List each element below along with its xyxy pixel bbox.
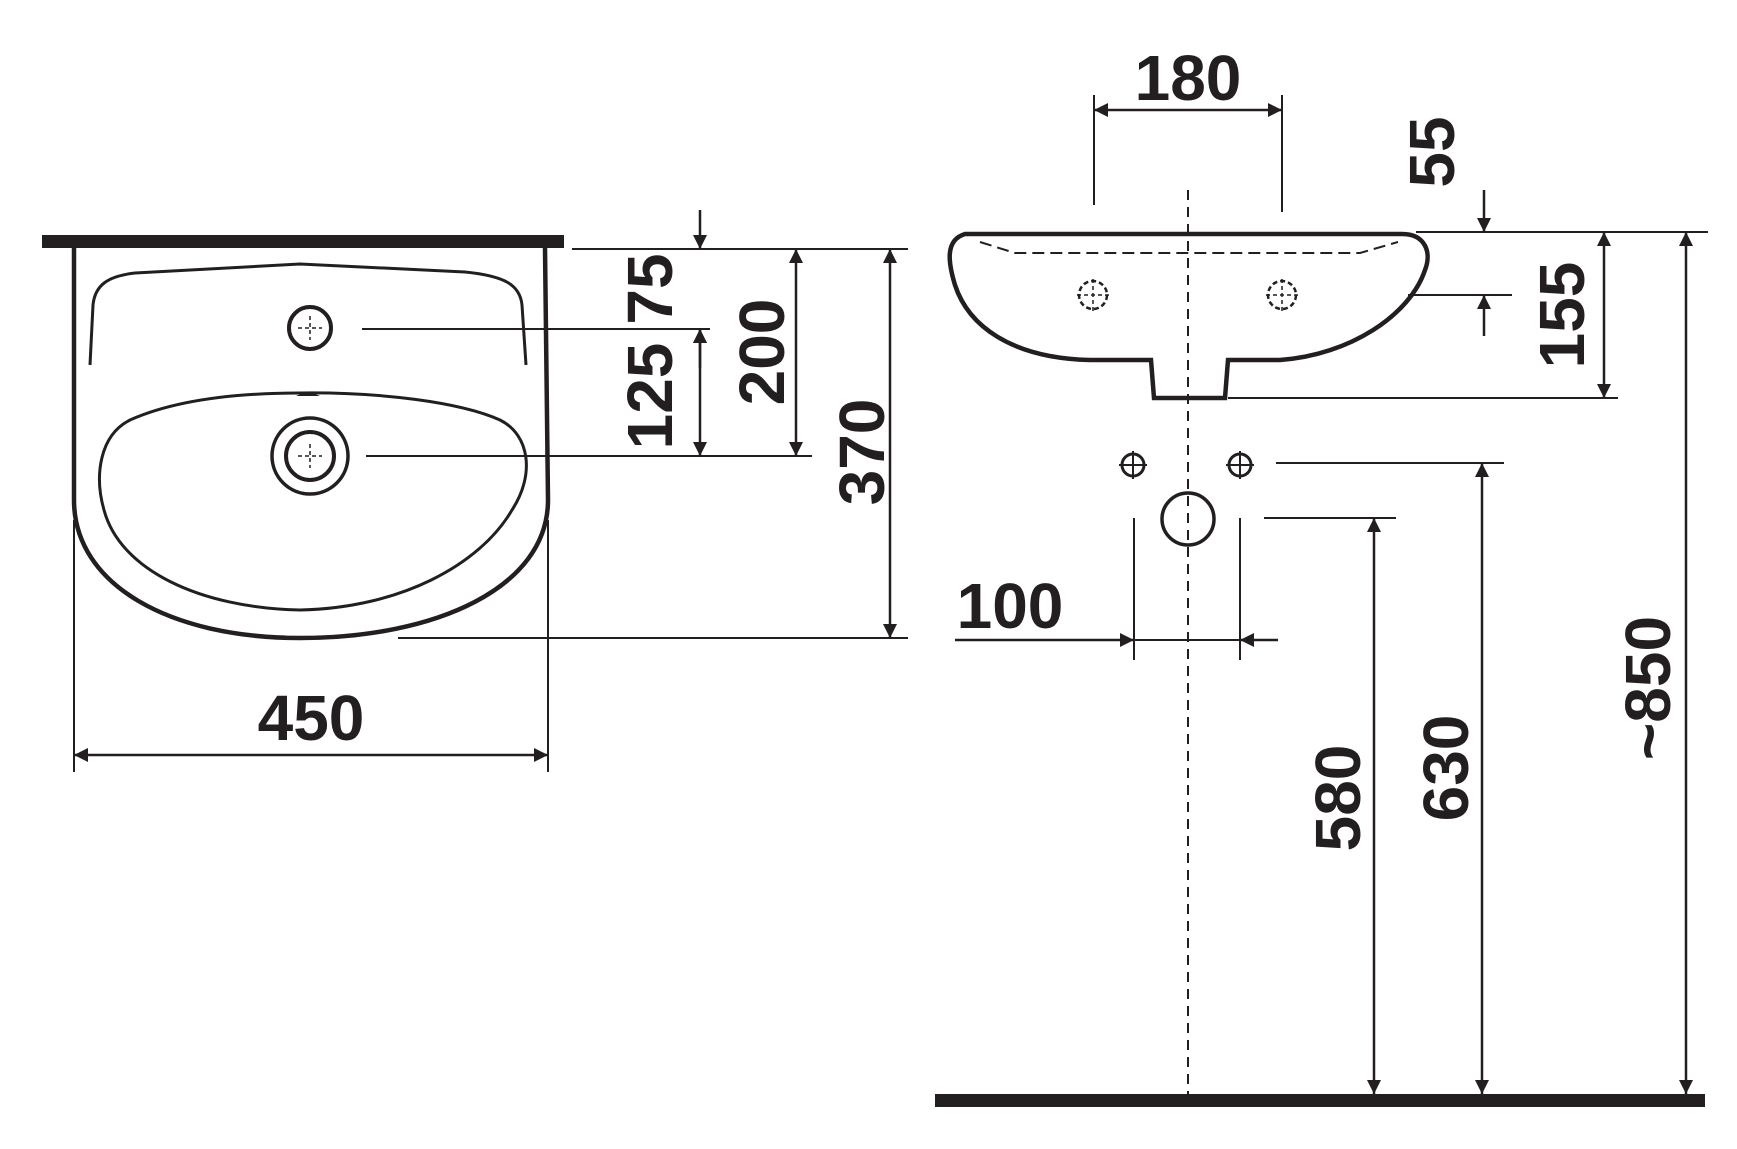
basin-bowl-outline [98,391,528,612]
rim-thickness-dimension-label: 55 [1396,116,1468,187]
top-view: 450 75 125 200 370 [42,210,908,772]
waste-outlet-icon [1160,491,1216,547]
tap-to-drain-dimension-label: 125 [614,343,686,450]
outlet-width-dimension-label: 180 [1135,42,1242,114]
tap-hole-icon [287,305,333,351]
basin-deck-outline [88,262,528,366]
basin-height-dimension-label: 155 [1526,262,1598,369]
basin-side-outline [947,231,1430,401]
side-view: 180 55 155 100 580 630 ~850 [935,42,1708,1107]
top-view-wall [42,235,564,248]
basin-inner-dashed [979,241,1399,254]
width-dimension-label: 450 [258,682,365,754]
mounting-hole-right-icon [1266,279,1298,311]
fixing-height-dimension-label: 630 [1410,715,1482,822]
waste-height-dimension-label: 580 [1302,745,1374,852]
wall-to-drain-dimension-label: 200 [726,299,798,406]
rim-height-dimension-label: ~850 [1612,616,1684,760]
tap-offset-dimension-label: 75 [614,253,686,324]
drain-icon [270,416,350,496]
mounting-hole-left-icon [1077,279,1109,311]
floor-line [935,1094,1705,1107]
wall-fixing-left-icon [1119,451,1147,479]
wall-fixing-right-icon [1226,451,1254,479]
fixing-spacing-dimension-label: 100 [957,570,1064,642]
basin-outline [71,247,551,641]
depth-dimension-label: 370 [826,399,898,506]
overflow-slot [296,393,320,396]
